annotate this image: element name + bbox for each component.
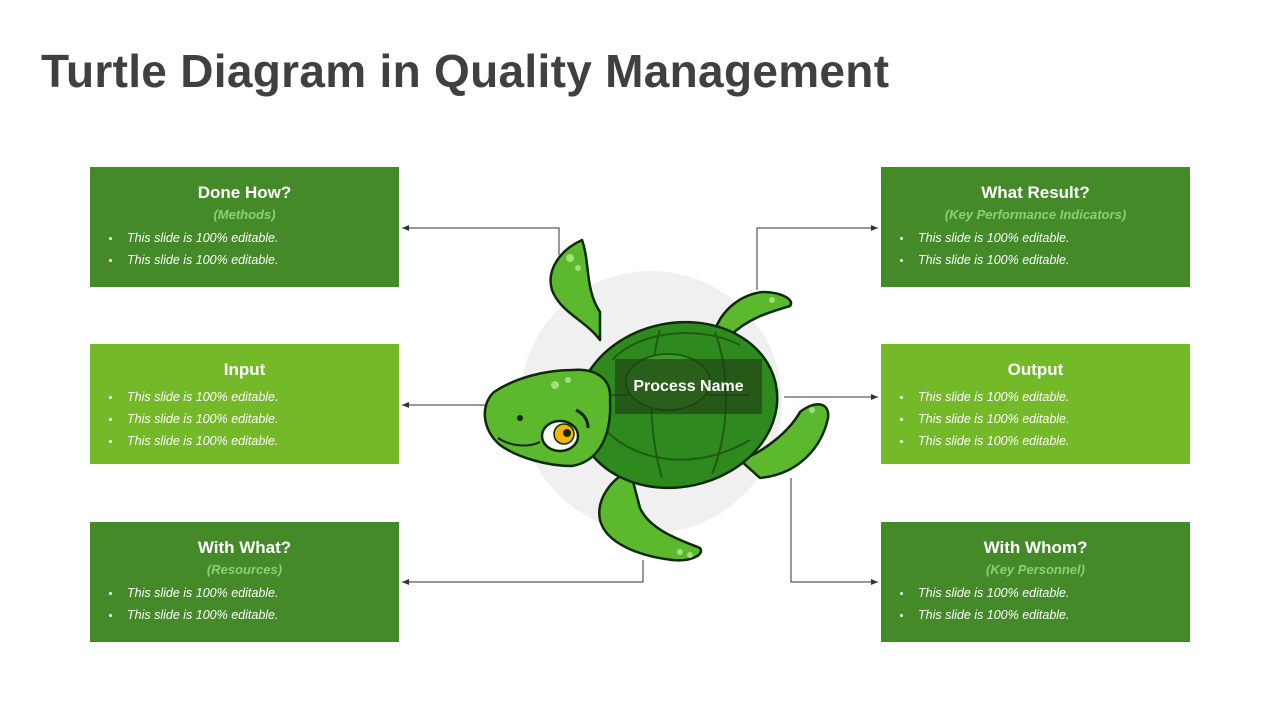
bullet-item: This slide is 100% editable. (900, 430, 1190, 452)
what-result-bullets: This slide is 100% editable. This slide … (900, 227, 1190, 271)
output-box[interactable]: Output This slide is 100% editable. This… (881, 344, 1190, 464)
done-how-box[interactable]: Done How? (Methods) This slide is 100% e… (90, 167, 399, 287)
bullet-item: This slide is 100% editable. (900, 582, 1190, 604)
bullet-item: This slide is 100% editable. (109, 582, 399, 604)
output-bullets: This slide is 100% editable. This slide … (900, 386, 1190, 452)
bullet-item: This slide is 100% editable. (900, 386, 1190, 408)
turtle-nostril (517, 415, 523, 421)
turtle-spot (575, 265, 581, 271)
done-how-title: Done How? (197, 183, 292, 202)
done-how-bullets: This slide is 100% editable. This slide … (109, 227, 399, 271)
turtle-spot (565, 377, 571, 383)
bullet-item: This slide is 100% editable. (109, 227, 399, 249)
with-whom-box[interactable]: With Whom? (Key Personnel) This slide is… (881, 522, 1190, 642)
turtle-spot (566, 254, 574, 262)
connector-with-what (402, 560, 644, 585)
input-box[interactable]: Input This slide is 100% editable. This … (90, 344, 399, 464)
turtle-spot (687, 552, 693, 558)
with-what-title: With What? (197, 538, 292, 557)
bullet-item: This slide is 100% editable. (900, 249, 1190, 271)
turtle-head (483, 368, 612, 468)
what-result-title: What Result? (981, 183, 1090, 202)
bullet-item: This slide is 100% editable. (900, 604, 1190, 626)
what-result-box[interactable]: What Result? (Key Performance Indicators… (881, 167, 1190, 287)
with-whom-subtitle: (Key Personnel) (986, 562, 1085, 577)
turtle-spot (809, 407, 815, 413)
turtle-bottom-right-flipper (738, 403, 830, 480)
process-name-label[interactable]: Process Name (615, 359, 762, 414)
turtle-mouth (497, 437, 541, 447)
turtle-top-right-flipper (713, 290, 793, 338)
turtle-eyebrow (575, 408, 590, 429)
output-title: Output (1007, 360, 1064, 379)
connector-lines (402, 225, 878, 585)
with-what-subtitle: (Resources) (206, 562, 283, 577)
bullet-item: This slide is 100% editable. (109, 386, 399, 408)
input-bullets: This slide is 100% editable. This slide … (109, 386, 399, 452)
turtle-spot (677, 549, 683, 555)
bullet-item: This slide is 100% editable. (900, 227, 1190, 249)
bullet-item: This slide is 100% editable. (109, 408, 399, 430)
bullet-item: This slide is 100% editable. (109, 604, 399, 626)
done-how-subtitle: (Methods) (213, 207, 276, 222)
what-result-subtitle: (Key Performance Indicators) (944, 207, 1127, 222)
with-what-box[interactable]: With What? (Resources) This slide is 100… (90, 522, 399, 642)
with-whom-title: With Whom? (983, 538, 1088, 557)
bullet-item: This slide is 100% editable. (109, 249, 399, 271)
input-title: Input (223, 360, 266, 379)
connector-with-whom (790, 478, 878, 585)
with-whom-bullets: This slide is 100% editable. This slide … (900, 582, 1190, 626)
bullet-item: This slide is 100% editable. (900, 408, 1190, 430)
turtle-top-left-flipper (549, 238, 602, 342)
turtle-eye-pupil (563, 429, 571, 437)
page-title: Turtle Diagram in Quality Management (41, 45, 890, 97)
bullet-item: This slide is 100% editable. (109, 430, 399, 452)
turtle-spot (551, 381, 559, 389)
connector-done-how (402, 225, 560, 255)
with-what-bullets: This slide is 100% editable. This slide … (109, 582, 399, 626)
turtle-bottom-left-flipper (598, 468, 703, 562)
turtle-spot (769, 297, 775, 303)
connector-what-result (756, 225, 878, 290)
